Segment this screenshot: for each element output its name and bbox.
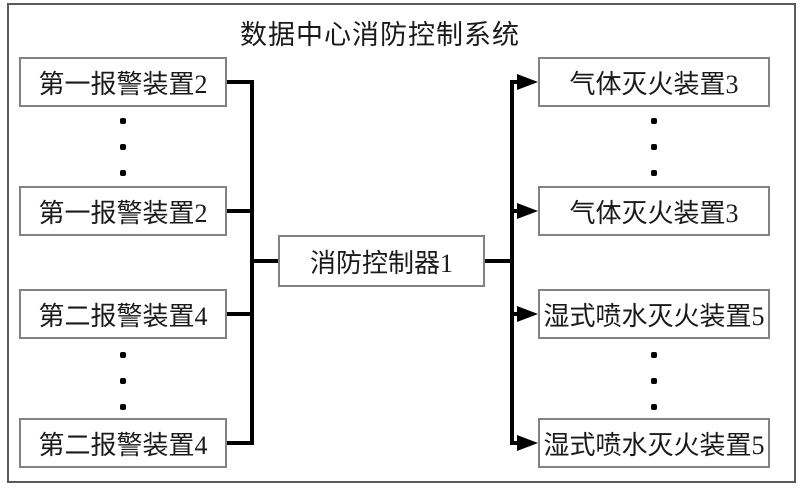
ellipsis-dot (651, 404, 657, 410)
ellipsis-dot (651, 170, 657, 176)
wet-sprinkler-box-1: 湿式喷水灭火装置5 (538, 289, 770, 339)
ellipsis-dot (651, 352, 657, 358)
alarm-device-box-2: 第一报警装置2 (19, 186, 227, 236)
controller-output-line (485, 259, 512, 263)
ellipsis-dot (120, 170, 126, 176)
diagram-title: 数据中心消防控制系统 (240, 20, 520, 50)
alarm-device-box-1: 第一报警装置2 (19, 57, 227, 107)
ellipsis-dot (120, 404, 126, 410)
arrow-right-icon (517, 306, 538, 322)
gas-extinguisher-box-2: 气体灭火装置3 (538, 186, 770, 236)
connector-line (510, 80, 522, 84)
right-bus-line (510, 80, 514, 445)
ellipsis-dot (651, 118, 657, 124)
gas-extinguisher-box-1: 气体灭火装置3 (538, 57, 770, 107)
alarm-device-box-4: 第二报警装置4 (19, 418, 227, 468)
arrow-right-icon (517, 435, 538, 451)
ellipsis-dot (651, 144, 657, 150)
controller-input-line (250, 259, 278, 263)
arrow-right-icon (517, 74, 538, 90)
ellipsis-dot (120, 352, 126, 358)
arrow-right-icon (517, 203, 538, 219)
connector-line (227, 209, 254, 213)
connector-line (510, 209, 522, 213)
ellipsis-dot (120, 378, 126, 384)
connector-line (510, 312, 522, 316)
wet-sprinkler-box-2: 湿式喷水灭火装置5 (538, 418, 770, 468)
connector-line (227, 80, 254, 84)
connector-line (510, 441, 522, 445)
diagram-border (7, 3, 796, 483)
ellipsis-dot (651, 378, 657, 384)
fire-controller-box: 消防控制器1 (278, 235, 485, 287)
alarm-device-box-3: 第二报警装置4 (19, 289, 227, 339)
ellipsis-dot (120, 118, 126, 124)
ellipsis-dot (120, 144, 126, 150)
connector-line (227, 441, 254, 445)
connector-line (227, 312, 254, 316)
